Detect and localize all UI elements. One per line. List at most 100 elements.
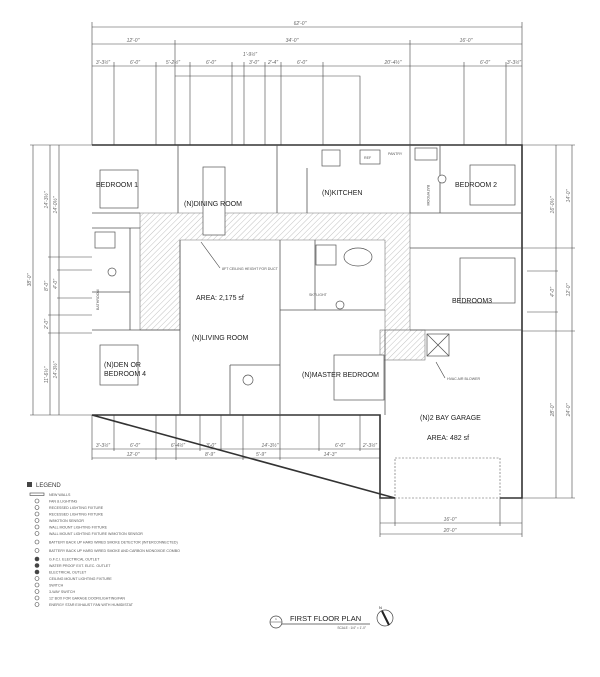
plan-title: FIRST FLOOR PLAN	[290, 614, 361, 623]
legend-item-label: 3-WAY SWITCH	[49, 590, 75, 594]
legend-item-label: CEILING MOUNT LIGHTING FIXTURE	[49, 577, 112, 581]
legend-title: LEGEND	[36, 483, 61, 489]
switch-icon	[34, 582, 40, 588]
bed	[469, 164, 516, 206]
dim-label: 6'-0"	[130, 443, 140, 449]
dim-label: 14'-0"	[566, 189, 572, 202]
dim-label: 16'-0½"	[549, 196, 556, 213]
dim-label: 8'-9"	[205, 452, 215, 458]
dim-label: 3'-0"	[249, 60, 259, 66]
dim-label: 28'-0"	[550, 403, 556, 417]
toilet	[107, 267, 117, 277]
dim-label: 3'-3½"	[96, 442, 110, 449]
bathtub	[94, 231, 116, 249]
refrigerator	[359, 149, 381, 165]
dim-label: 34'-0"	[286, 38, 299, 44]
detail-number: 1	[275, 617, 277, 621]
legend-item-label: WALL MOUNT LIGHTING FIXTURE W/MOTION SEN…	[49, 532, 143, 536]
dim-label: 20'-0"	[443, 528, 457, 534]
dim-label: 8'-0"	[44, 281, 50, 291]
dim-label: 3'-3½"	[507, 59, 521, 66]
dining-table	[202, 166, 226, 236]
dim-label: 14'-3"	[324, 452, 337, 458]
dim-label: 12'-0"	[127, 38, 140, 44]
room-label-bathroom: BATHROOM	[426, 185, 430, 206]
dim-label: 2'-4"	[267, 60, 278, 66]
waterproof-outlet-icon	[34, 563, 40, 568]
ceiling-light-icon	[34, 576, 40, 581]
dim-label: 12'-0"	[127, 452, 140, 458]
legend-item-label: FAN & LIGHTING	[49, 500, 78, 504]
dim-label: 3'-0"	[206, 443, 216, 449]
legend-item-label: BATTERY BACK UP HARD WIRED SMOKE AND CAR…	[49, 549, 180, 553]
junction-box-icon	[34, 595, 40, 601]
room-label-bathroom: BATHROOM	[96, 289, 100, 310]
label-pantry: PANTRY	[388, 152, 403, 156]
room-label-den: BEDROOM 4	[104, 371, 146, 378]
north-arrow-icon	[376, 609, 394, 627]
top-dimensions: 62'-0" 12'-0" 34'-0" 16'-0" 3'-3½" 6'-0"…	[91, 21, 523, 145]
legend-item-label: WALL MOUNT LIGHTING FIXTURE	[49, 526, 108, 530]
dim-label: 14'-3½"	[262, 442, 279, 449]
recessed-light-icon	[34, 505, 40, 510]
dim-label: 14'-3½"	[52, 361, 59, 378]
label-ref: REF	[364, 156, 372, 160]
bottom-dimensions: 3'-3½" 6'-0" 6'-4½" 3'-0" 14'-3½" 6'-0" …	[91, 415, 523, 537]
room-label-garage: (N)2 BAY GARAGE	[420, 415, 481, 422]
fixtures	[94, 147, 516, 401]
room-label-den: (N)DEN OR	[104, 362, 141, 369]
dim-label: 4'-0"	[53, 279, 59, 289]
toilet	[437, 174, 447, 184]
dim-label: 6'-0"	[130, 60, 140, 66]
dim-label: 2'-3½"	[362, 442, 377, 449]
dim-label: 6'-0"	[335, 443, 345, 449]
bed	[333, 354, 385, 401]
dim-label: 5'-9"	[256, 452, 266, 458]
gfci-outlet-icon	[34, 556, 40, 562]
tub	[343, 247, 373, 267]
legend-item-label: W/MOTION SENSOR	[49, 519, 84, 523]
legend-item-label: BATTERY BACK UP HARD WIRED SMOKE DETECTO…	[49, 541, 178, 545]
dim-label: 6'-0"	[206, 60, 216, 66]
dim-label: 4'-0"	[550, 287, 556, 297]
dim-label: 20'-4½"	[384, 59, 402, 66]
room-label-kitchen: (N)KITCHEN	[322, 190, 362, 197]
legend-item-label: ENERGY STAR EXHAUST FAN WITH HUMIDISTAT	[49, 603, 134, 607]
area-label-garage: AREA: 482 sf	[427, 435, 469, 442]
dim-label: 5'-2½"	[166, 59, 180, 66]
dim-label: 2'-0"	[44, 319, 50, 330]
dim-label: 6'-4½"	[171, 442, 185, 449]
note-hvac: HVAC AIR BLOWER	[447, 377, 480, 381]
motion-sensor-icon	[34, 518, 40, 523]
dim-overall-depth: 38'-0"	[27, 273, 33, 286]
legend-item-label: G.F.C.I. ELECTRICAL OUTLET	[49, 558, 100, 562]
legend-item-label: 12' BOX FOR GARAGE DOOR/LIGHTING/FAN	[49, 597, 125, 601]
room-label-master: (N)MASTER BEDROOM	[302, 372, 379, 379]
legend-item-label: SWITCH	[49, 584, 64, 588]
dim-label: 12'-0"	[566, 283, 572, 296]
right-dimensions: 14'-0" 12'-0" 24'-0" 16'-0½" 4'-0" 28'-0…	[522, 144, 575, 499]
garage-door	[394, 457, 501, 499]
legend-item-label: ELECTRICAL OUTLET	[49, 571, 87, 575]
dim-overall-width: 62'-0"	[294, 21, 307, 27]
dim-label: 14'-0½"	[52, 196, 59, 213]
wall-light-motion-icon	[34, 531, 40, 536]
shower	[315, 244, 337, 266]
left-dimensions: 38'-0" 14'-3½" 8'-0" 2'-0" 11'-6½" 14'-0…	[27, 144, 92, 416]
plan-scale: SCALE : 1/4" = 1'-0"	[337, 626, 366, 630]
three-way-switch-icon	[34, 589, 40, 594]
legend-marker-icon	[27, 482, 32, 487]
bed	[459, 257, 516, 304]
dim-label: 6'-0"	[297, 60, 307, 66]
dim-label: 3'-3½"	[96, 59, 110, 66]
room-label-bedroom1: BEDROOM 1	[96, 182, 138, 189]
exterior-wall	[91, 144, 523, 499]
fan-lighting-icon	[34, 498, 40, 504]
new-wall-icon	[29, 492, 45, 496]
bathtub	[414, 147, 438, 161]
smoke-detector-icon	[34, 539, 40, 545]
outlet-icon	[34, 569, 40, 575]
dim-label: 6'-0"	[480, 60, 490, 66]
